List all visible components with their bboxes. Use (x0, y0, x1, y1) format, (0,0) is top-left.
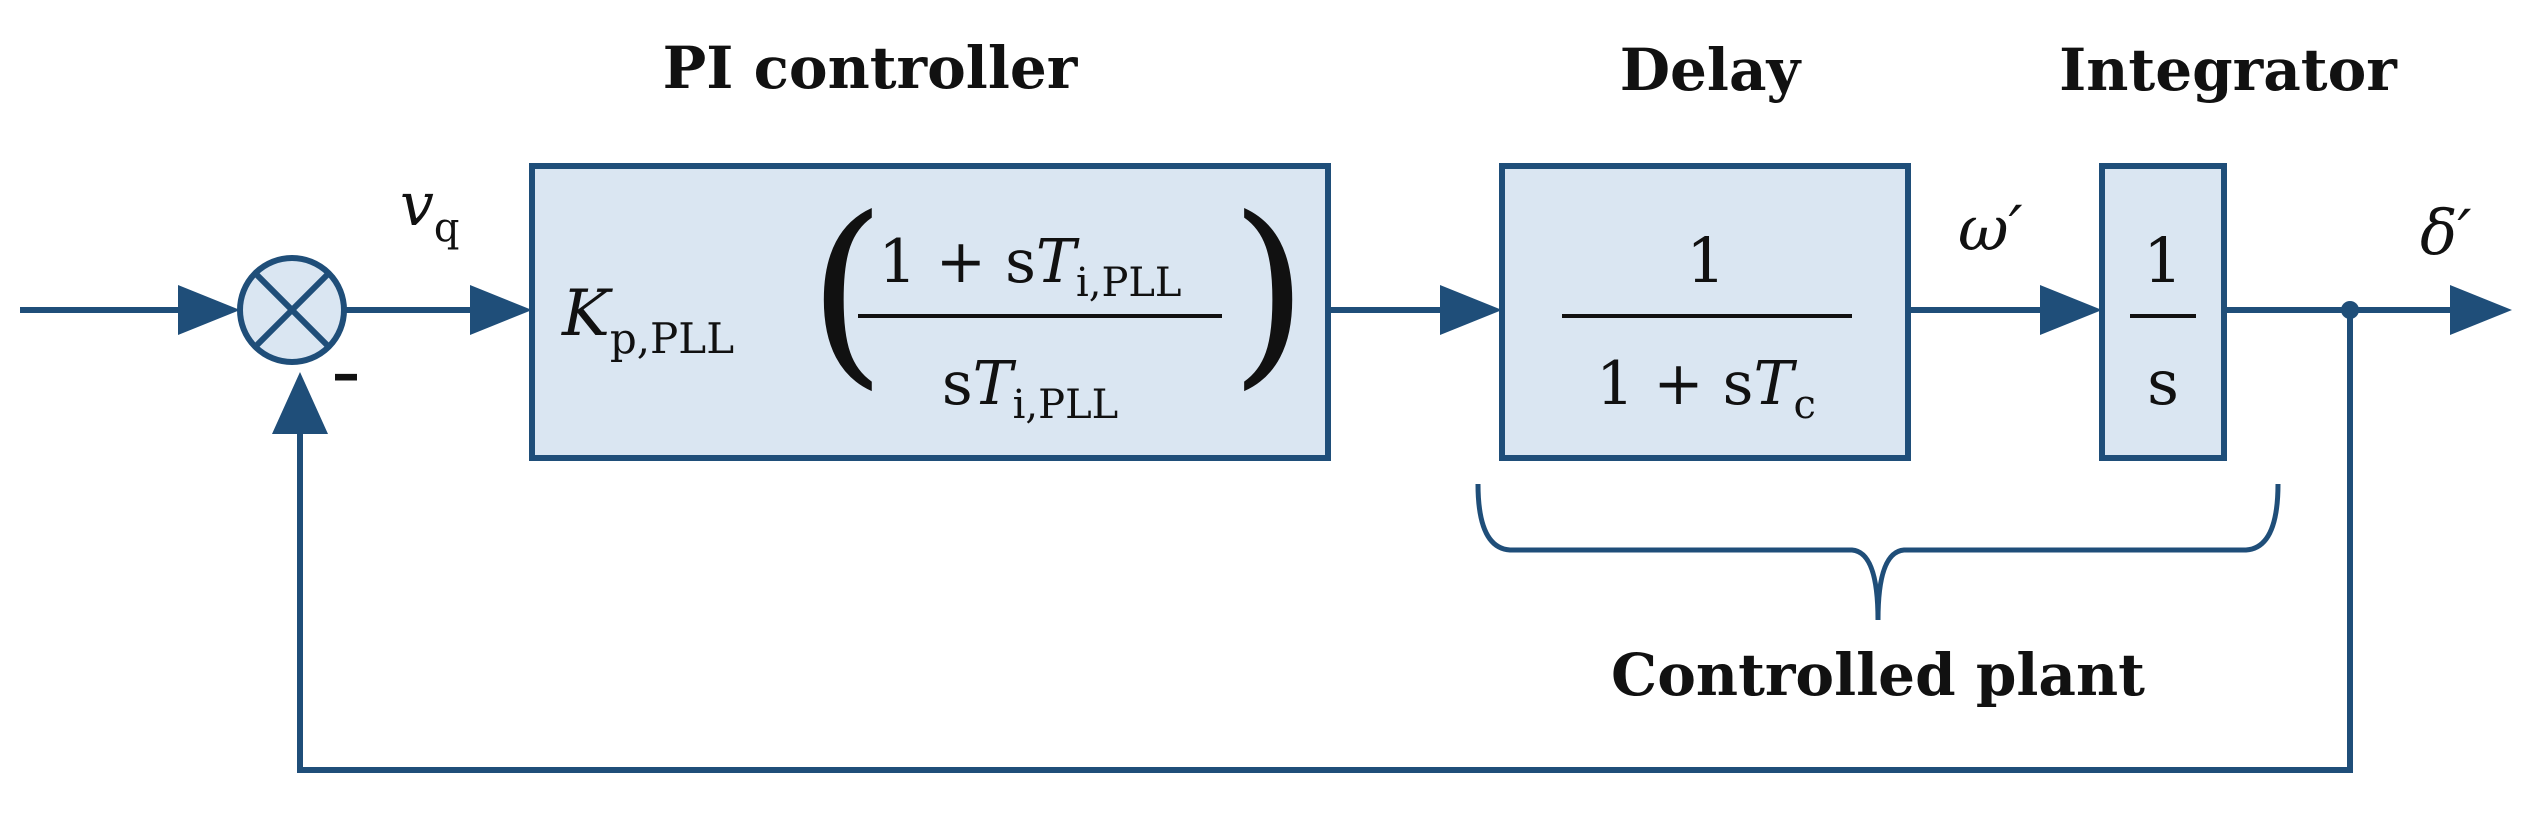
omega-label: ω′ (1958, 192, 2023, 265)
minus-sign: – (332, 340, 360, 406)
pi-controller-block (529, 163, 1331, 461)
pi-controller-title: PI controller (663, 34, 1079, 102)
pi-numerator: 1 + sTi,PLL (879, 227, 1182, 306)
controlled-plant-label: Controlled plant (1611, 641, 2145, 709)
pi-gain: Kp,PLL (561, 277, 734, 363)
pi-right-paren: ) (1230, 175, 1308, 408)
error-arrowhead (470, 285, 532, 335)
output-arrowhead (2450, 285, 2512, 335)
feedback-arrowhead (272, 372, 328, 434)
summing-junction (237, 255, 347, 365)
pi-left-paren: ( (808, 175, 886, 408)
integrator-title: Integrator (2059, 36, 2398, 104)
delay-title: Delay (1620, 36, 1803, 104)
plant-bracket (1475, 483, 2281, 621)
vq-label: vq (400, 170, 460, 251)
delay-denominator: 1 + sTc (1596, 349, 1816, 428)
input-arrowhead (178, 285, 240, 335)
integrator-denominator: s (2147, 346, 2179, 419)
feedback-line (297, 310, 2353, 773)
integrator-numerator: 1 (2143, 224, 2182, 297)
delay-numerator: 1 (1686, 224, 1725, 297)
pi-output-arrowhead (1440, 285, 1502, 335)
omega-arrowhead (2040, 285, 2102, 335)
pi-denominator: sTi,PLL (942, 349, 1118, 428)
delta-label: δ′ (2420, 196, 2471, 269)
